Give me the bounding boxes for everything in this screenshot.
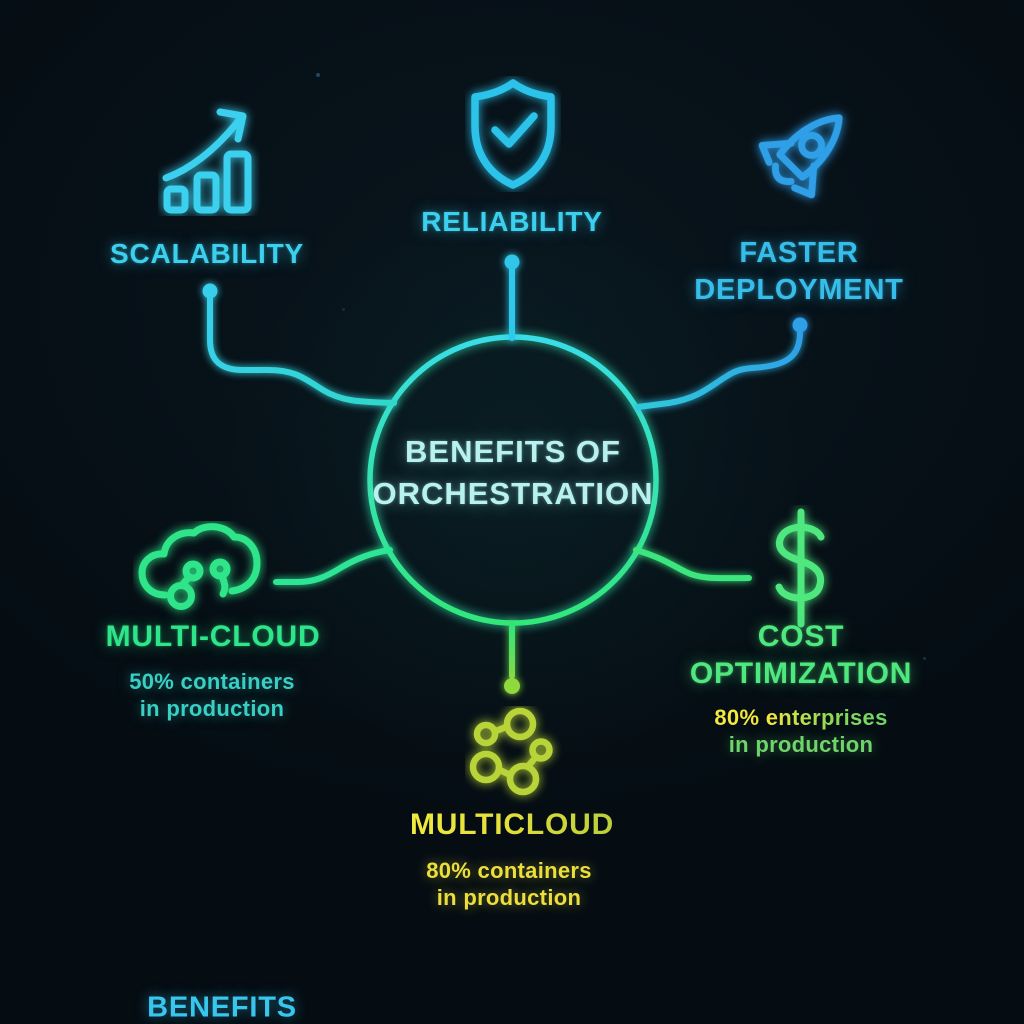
background-speck — [923, 657, 926, 660]
multi-cloud-stat-line1: 50% containers — [129, 669, 295, 694]
connector-dot-multicloud — [504, 678, 520, 694]
reliability-label: RELIABILITY — [421, 206, 603, 237]
cost-optimization-stat-line2: in production — [728, 732, 874, 757]
cost-optimization-label-line2: OPTIMIZATION — [689, 657, 913, 690]
multi-cloud-stat: 50% containers in production — [129, 668, 295, 722]
cost-optimization-label: COST OPTIMIZATION — [690, 618, 912, 692]
faster-deployment-label: FASTER DEPLOYMENT — [694, 235, 903, 309]
connector-scalability — [207, 295, 397, 406]
cloud-nodes-icon — [138, 523, 261, 610]
cluster-rings-icon — [469, 707, 553, 796]
shield-check-icon — [471, 79, 555, 189]
rocket-icon — [758, 114, 843, 199]
connector-multi-cloud — [273, 547, 393, 585]
multi-cloud-label: MULTI-CLOUD — [105, 620, 321, 653]
cost-optimization-stat: 80% enterprises in production — [714, 704, 887, 758]
central-title: BENEFITS OF ORCHESTRATION — [372, 431, 653, 515]
multi-cloud-stat-line2: in production — [139, 696, 285, 721]
central-title-line1: BENEFITS OF — [405, 434, 621, 469]
multicloud-stat-line1: 80% containers — [426, 858, 592, 883]
background-speck — [342, 308, 345, 311]
central-title-line2: ORCHESTRATION — [372, 476, 654, 511]
footer-benefits-label: BENEFITS — [147, 991, 297, 1024]
faster-deployment-label-line2: DEPLOYMENT — [694, 274, 904, 306]
cost-optimization-label-line1: COST — [757, 620, 845, 653]
multicloud-stat: 80% containers in production — [426, 857, 592, 911]
dollar-sign-icon — [775, 508, 825, 628]
connector-dot-faster-deployment — [792, 317, 808, 333]
cost-optimization-stat-line1: 80% enterprises — [714, 705, 888, 730]
scalability-label: SCALABILITY — [110, 238, 304, 269]
connector-dot-scalability — [202, 283, 218, 299]
multicloud-stat-line2: in production — [436, 885, 582, 910]
connector-cost-optimization — [633, 547, 752, 582]
background-speck — [316, 73, 320, 77]
growth-chart-icon — [162, 108, 252, 214]
connector-dot-reliability — [504, 254, 520, 270]
connector-faster-deployment — [635, 329, 803, 410]
faster-deployment-label-line1: FASTER — [739, 237, 859, 269]
multicloud-label: MULTICLOUD — [409, 808, 615, 841]
